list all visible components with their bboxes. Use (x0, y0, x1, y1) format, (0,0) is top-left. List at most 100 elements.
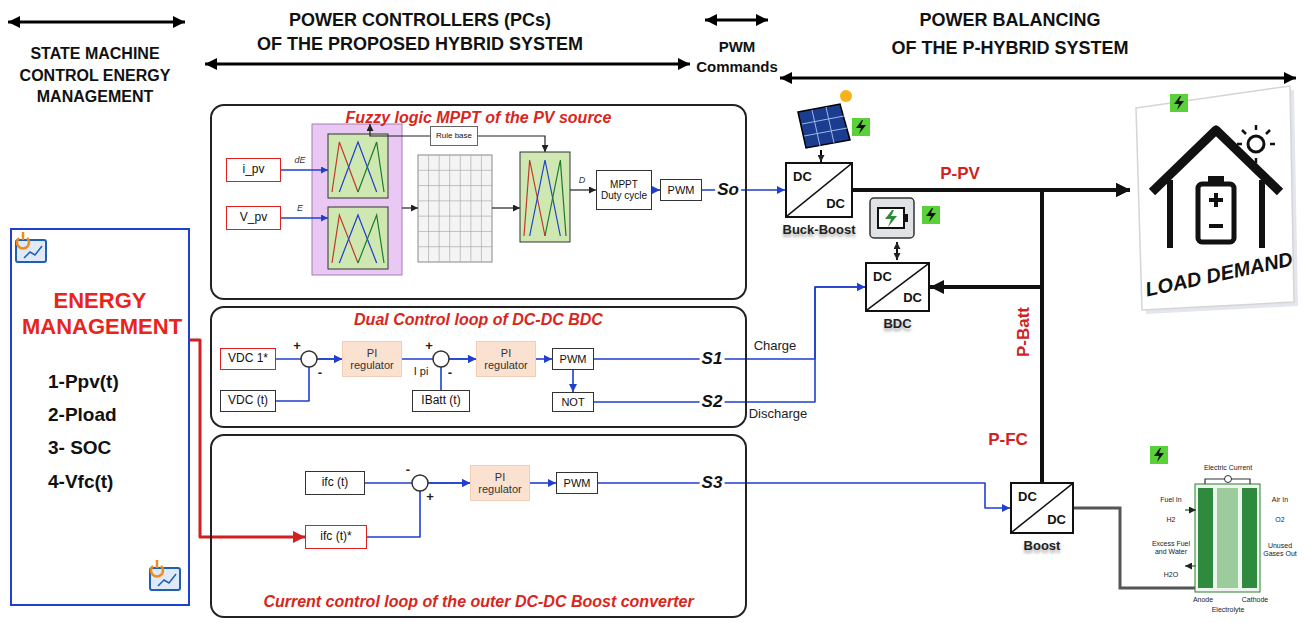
controller-panel: Fuzzy logic MPPT of the PV sourcei_pvV_p… (210, 104, 747, 300)
signal-name: dE (294, 155, 305, 165)
power-flow-arrow (930, 190, 1130, 287)
converter-name: Buck-Boost (783, 222, 856, 237)
node-text: PWM (560, 353, 587, 365)
drawing-part (705, 19, 768, 22)
drawing-part (150, 560, 180, 590)
column-heading: POWER BALANCING (920, 10, 1101, 31)
pi-regulator: PI regulator (342, 341, 402, 377)
node-text: ENERGY MANAGEMENT (22, 288, 178, 341)
drawing-part (1170, 94, 1188, 112)
drawing-part (328, 134, 388, 198)
drawing-part (1150, 446, 1168, 464)
sign-mark: - (448, 366, 452, 381)
drawing-part (922, 206, 940, 224)
drawing-part (840, 90, 852, 102)
mode-label: Charge (754, 339, 797, 354)
measure-box: VDC (t) (220, 390, 276, 412)
drawing-part (885, 210, 897, 227)
load-house: LOAD DEMAND (1130, 80, 1298, 315)
drawing-part (1185, 509, 1196, 511)
node-text: 2-Pload (22, 398, 178, 431)
node-text: DC (793, 169, 812, 184)
reference-box: VDC 1* (220, 348, 276, 370)
drawing-part (787, 164, 851, 216)
panel-title: Dual Control loop of DC-DC BDC (212, 311, 745, 329)
drawing-part (301, 351, 317, 367)
drawing-part (852, 118, 870, 136)
node-text: DC (826, 196, 845, 211)
node-text: Rule base (436, 132, 472, 141)
drawing-part (1242, 488, 1257, 588)
drawing-part (492, 207, 520, 208)
drawing-part (418, 170, 492, 171)
edge-label: P-FC (986, 430, 1030, 450)
edge-label: So (715, 180, 741, 200)
drawing-part (780, 77, 1296, 80)
edge-label: S3 (700, 473, 725, 493)
node-text: VDC 1* (228, 352, 268, 365)
drawing-part (802, 107, 847, 146)
not-gate: NOT (552, 392, 594, 412)
edge-label: I pi (413, 365, 430, 378)
fuel-cell-label: Fuel In (1160, 496, 1181, 504)
sign-mark: + (425, 339, 433, 354)
signal-connector (598, 483, 1010, 508)
node-text: i_pv (242, 163, 264, 176)
drawing-part (16, 240, 46, 262)
drawing-part (798, 104, 850, 148)
drawing-part (481, 155, 482, 262)
drawing-part (1012, 484, 1072, 532)
edge-label: P-Batt (1014, 305, 1034, 359)
node-text: DC (903, 290, 922, 305)
drawing-part (1198, 488, 1213, 588)
controller-panel: Dual Control loop of DC-DC BDC VDC 1* VDC … (210, 306, 747, 428)
drawing-part (358, 215, 384, 263)
membership-curves (332, 142, 566, 263)
node-text: VDC (t) (228, 394, 268, 407)
pi-regulator: PI regulator (476, 341, 536, 377)
fuel-cell-illustration (1074, 446, 1260, 592)
drawing-part (870, 198, 914, 238)
drawing-part (281, 217, 328, 219)
drawing-part (312, 124, 402, 275)
drawing-part (358, 142, 384, 192)
converter-name: Boost (1024, 538, 1061, 553)
drawing-part (896, 242, 898, 260)
column-heading: OF THE PROPOSED HYBRID SYSTEM (257, 34, 583, 55)
signal-connector (594, 287, 865, 359)
drawing-part (1259, 180, 1265, 248)
drawing-part (418, 231, 492, 232)
edge-label: S2 (700, 392, 725, 412)
fuel-cell-label: O2 (1275, 516, 1284, 524)
signal-connector (530, 482, 556, 484)
drawing-part (1237, 125, 1275, 163)
drawing-part (926, 208, 936, 222)
fuel-cell-label: Anode (1193, 596, 1213, 604)
drawing-part (904, 214, 908, 222)
node-text: 4-Vfc(t) (22, 465, 178, 498)
battery-icon (870, 198, 940, 260)
drawing-part (922, 206, 940, 224)
drawing-part (1074, 508, 1195, 588)
pwm-box: PWM (660, 179, 702, 201)
solar-panel-icon (798, 90, 870, 162)
pi-regulator: PI regulator (470, 465, 530, 501)
drawing-part (1150, 446, 1168, 464)
duty-cycle-box: MPPT Duty cycle (596, 170, 652, 210)
column-heading: PWM Commands (687, 37, 787, 76)
drawing-part (470, 155, 471, 262)
fuel-cell-label: Excess Fuel and Water (1150, 540, 1192, 555)
fuel-cell-label: H2 (1167, 516, 1176, 524)
reference-command-arrow (190, 340, 305, 537)
node-text: ifc (t)* (320, 530, 351, 543)
fuel-cell-label: Air In (1272, 496, 1288, 504)
fuel-cell-label: Unused Gases Out (1263, 542, 1297, 557)
drawing-part (852, 118, 870, 136)
node-text: NOT (561, 396, 584, 408)
drawing-part (449, 155, 450, 262)
